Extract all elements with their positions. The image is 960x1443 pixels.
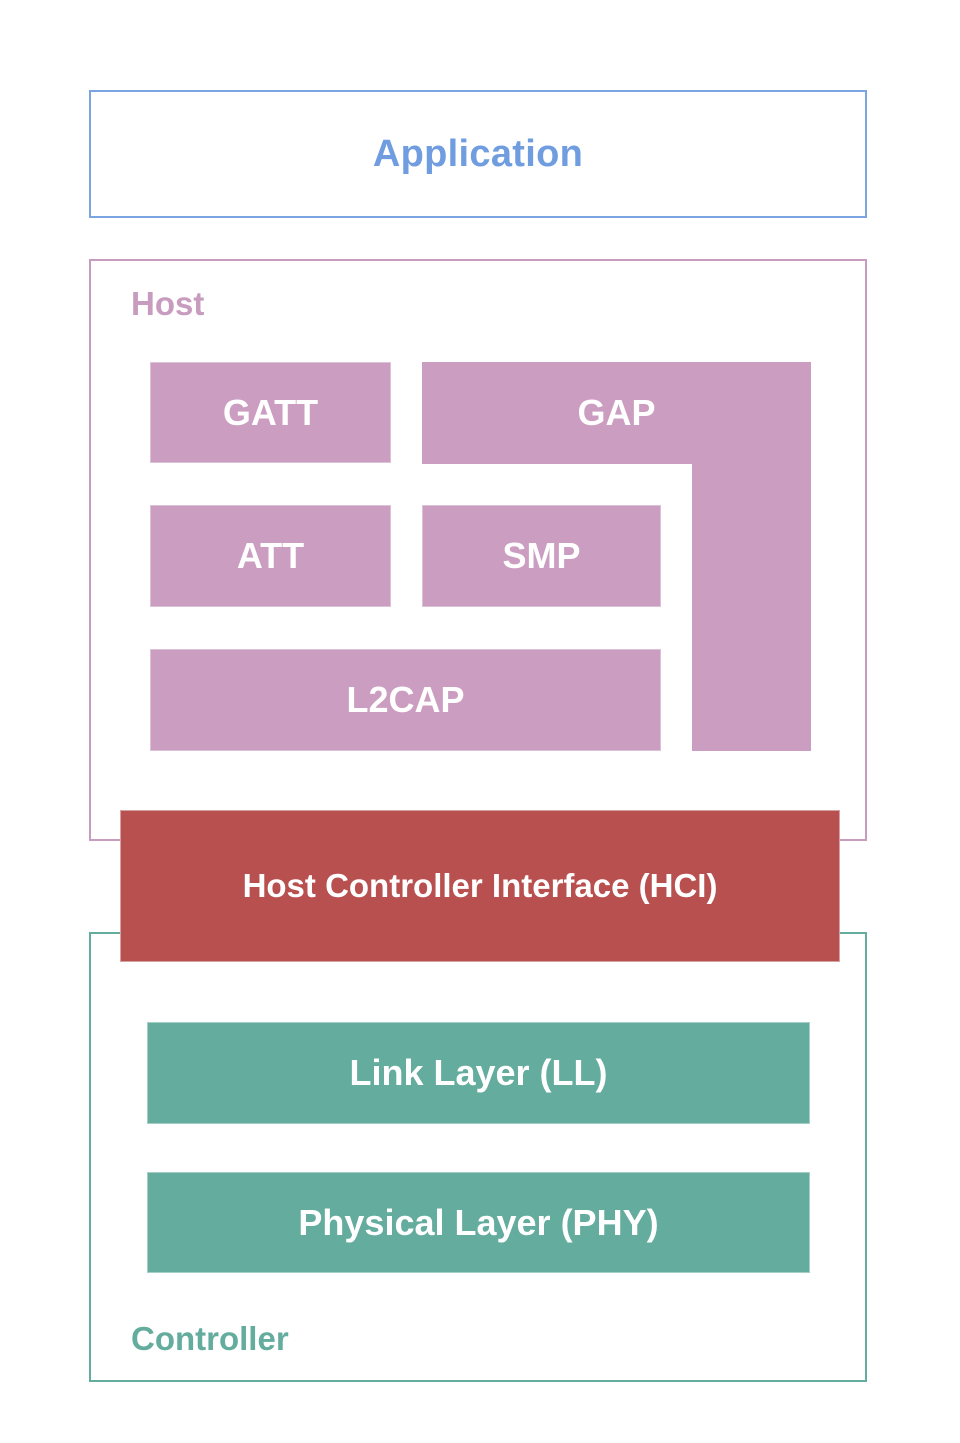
controller-label: Controller [131, 1320, 289, 1357]
block-link-layer[interactable]: Link Layer (LL) [147, 1022, 810, 1124]
application-layer-box[interactable]: Application [89, 90, 867, 218]
controller-layer-box[interactable]: Controller [89, 932, 867, 1382]
block-gap-label: GAP [577, 391, 656, 433]
block-smp[interactable]: SMP [422, 505, 661, 607]
host-label: Host [131, 285, 205, 322]
block-host-controller-interface[interactable]: Host Controller Interface (HCI) [120, 810, 840, 962]
application-label: Application [372, 132, 584, 175]
block-physical-layer[interactable]: Physical Layer (PHY) [147, 1172, 810, 1273]
block-att[interactable]: ATT [150, 505, 391, 607]
block-gatt[interactable]: GATT [150, 362, 391, 463]
block-l2cap[interactable]: L2CAP [150, 649, 661, 751]
